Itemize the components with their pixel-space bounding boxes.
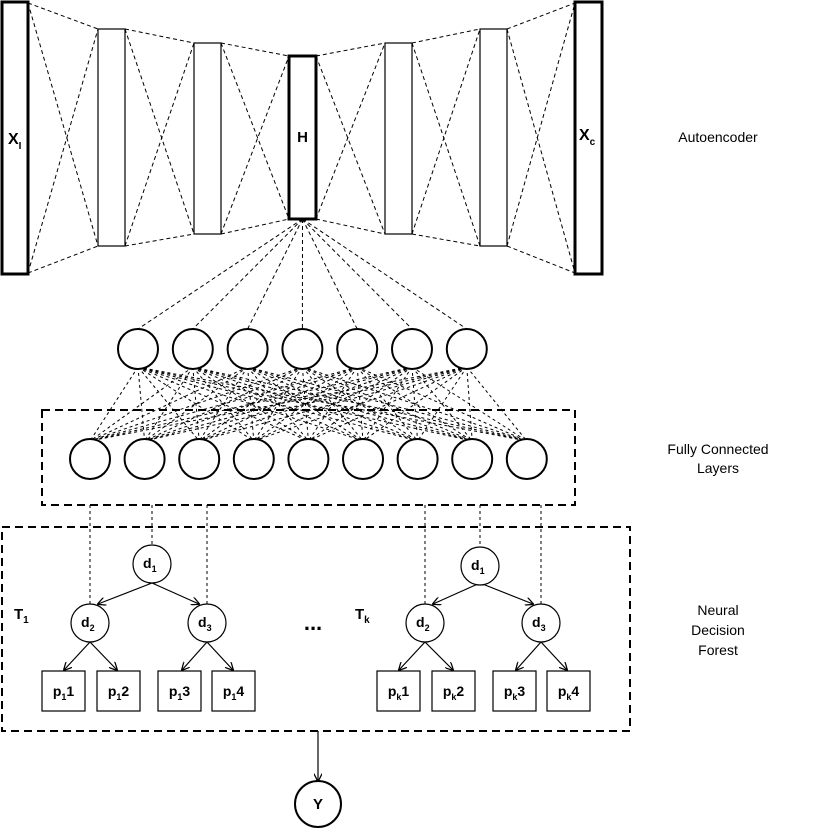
h-to-layer1-connections bbox=[137, 218, 468, 330]
tree-k: Tk d1 d2 d3 pk1 pk2 pk3 pk4 bbox=[355, 546, 591, 712]
tree-k-node-d3 bbox=[521, 603, 561, 643]
tree-1-node-d3 bbox=[187, 603, 227, 643]
layer1-to-layer2-connections bbox=[89, 366, 528, 442]
fc2-neuron-8 bbox=[451, 438, 494, 480]
tree-k-leaf-3-label: pk3 bbox=[504, 683, 526, 702]
fc-caption-line2: Layers bbox=[697, 460, 739, 476]
tree-1-node-d2-label: d2 bbox=[81, 614, 95, 633]
forest-caption-line1: Neural bbox=[697, 602, 738, 618]
output-label: Xc bbox=[579, 127, 596, 148]
tree-1-leaf-3-label: p13 bbox=[169, 683, 191, 702]
tree-k-node-d1-label: d1 bbox=[471, 557, 485, 576]
autoencoder-section: XI H Xc Autoencoder bbox=[0, 0, 758, 276]
fc-layer-2 bbox=[69, 438, 548, 480]
output-layer-xc bbox=[573, 0, 604, 276]
fc1-neuron-4 bbox=[281, 328, 324, 370]
fc2-neuron-7 bbox=[396, 438, 439, 480]
decoder-layer-2 bbox=[479, 28, 508, 247]
input-label: XI bbox=[8, 131, 22, 152]
tree-1: T1 d1 d2 d3 p11 p12 p13 p14 bbox=[14, 544, 256, 712]
fc2-neuron-9 bbox=[505, 438, 548, 480]
output-label: Y bbox=[313, 796, 323, 813]
tree-k-node-d3-label: d3 bbox=[532, 614, 546, 633]
forest-caption-line3: Forest bbox=[698, 642, 738, 658]
output-node-y bbox=[294, 780, 342, 828]
tree-k-edges bbox=[399, 582, 567, 670]
hidden-label: H bbox=[297, 129, 308, 146]
tree-1-leaf-3 bbox=[157, 670, 202, 712]
tree-1-node-d1-label: d1 bbox=[143, 555, 157, 574]
fc1-neuron-5 bbox=[336, 328, 379, 370]
tree-k-node-d1 bbox=[460, 546, 500, 586]
fc-layer-1 bbox=[117, 328, 488, 370]
tree-1-leaf-2-label: p12 bbox=[108, 683, 130, 702]
fully-connected-section: Fully Connected Layers bbox=[41, 218, 769, 506]
encoder-layer-2 bbox=[193, 42, 222, 235]
tree-1-node-d1 bbox=[132, 544, 172, 584]
tree-k-leaf-3 bbox=[492, 670, 537, 712]
tree-k-label: Tk bbox=[355, 606, 370, 626]
tree-k-leaf-4 bbox=[546, 670, 591, 712]
tree-1-label: T1 bbox=[14, 606, 29, 626]
hidden-layer-h bbox=[287, 54, 318, 221]
fc1-neuron-6 bbox=[391, 328, 433, 370]
tree-1-leaf-1 bbox=[41, 670, 86, 712]
autoencoder-caption: Autoencoder bbox=[678, 129, 758, 145]
fc2-neuron-1 bbox=[69, 438, 111, 480]
tree-1-node-d3-label: d3 bbox=[198, 614, 212, 633]
fc2-neuron-3 bbox=[178, 438, 221, 480]
tree-k-node-d2 bbox=[405, 603, 445, 643]
decoder-layer-1 bbox=[384, 42, 413, 235]
fc2-neuron-5 bbox=[287, 438, 330, 480]
tree-1-node-d2 bbox=[70, 603, 110, 643]
tree-1-leaf-1-label: p11 bbox=[53, 683, 75, 702]
output-section: Y bbox=[294, 731, 342, 828]
tree-1-leaf-4-label: p14 bbox=[223, 683, 245, 702]
fc2-neuron-6 bbox=[342, 438, 384, 480]
tree-1-leaf-4 bbox=[211, 670, 256, 712]
fc1-neuron-1 bbox=[117, 328, 159, 370]
fc1-neuron-2 bbox=[171, 328, 214, 370]
tree-k-leaf-1-label: pk1 bbox=[388, 683, 410, 702]
autoencoder-connections bbox=[27, 2, 576, 274]
fc1-neuron-3 bbox=[226, 328, 269, 370]
input-layer-xi bbox=[0, 0, 30, 276]
tree-k-leaf-1 bbox=[376, 670, 421, 712]
forest-caption-line2: Decision bbox=[691, 622, 745, 638]
fc-layer-box bbox=[41, 409, 576, 506]
tree-k-node-d2-label: d2 bbox=[416, 614, 430, 633]
forest-box bbox=[1, 526, 631, 732]
routing-connections bbox=[89, 505, 542, 610]
fc2-neuron-4 bbox=[232, 438, 275, 480]
forest-section: T1 d1 d2 d3 p11 p12 p13 p14 ... Tk d1 d2 bbox=[1, 505, 745, 732]
fc1-neuron-7 bbox=[445, 328, 488, 370]
tree-1-leaf-2 bbox=[96, 670, 141, 712]
fc-caption-line1: Fully Connected bbox=[667, 441, 768, 457]
tree-1-edges bbox=[64, 582, 233, 670]
ellipsis: ... bbox=[304, 610, 322, 635]
tree-k-leaf-2-label: pk2 bbox=[443, 683, 465, 702]
tree-k-leaf-2 bbox=[431, 670, 476, 712]
encoder-layer-1 bbox=[97, 28, 126, 247]
fc2-neuron-2 bbox=[123, 438, 166, 480]
tree-k-leaf-4-label: pk4 bbox=[558, 683, 580, 702]
